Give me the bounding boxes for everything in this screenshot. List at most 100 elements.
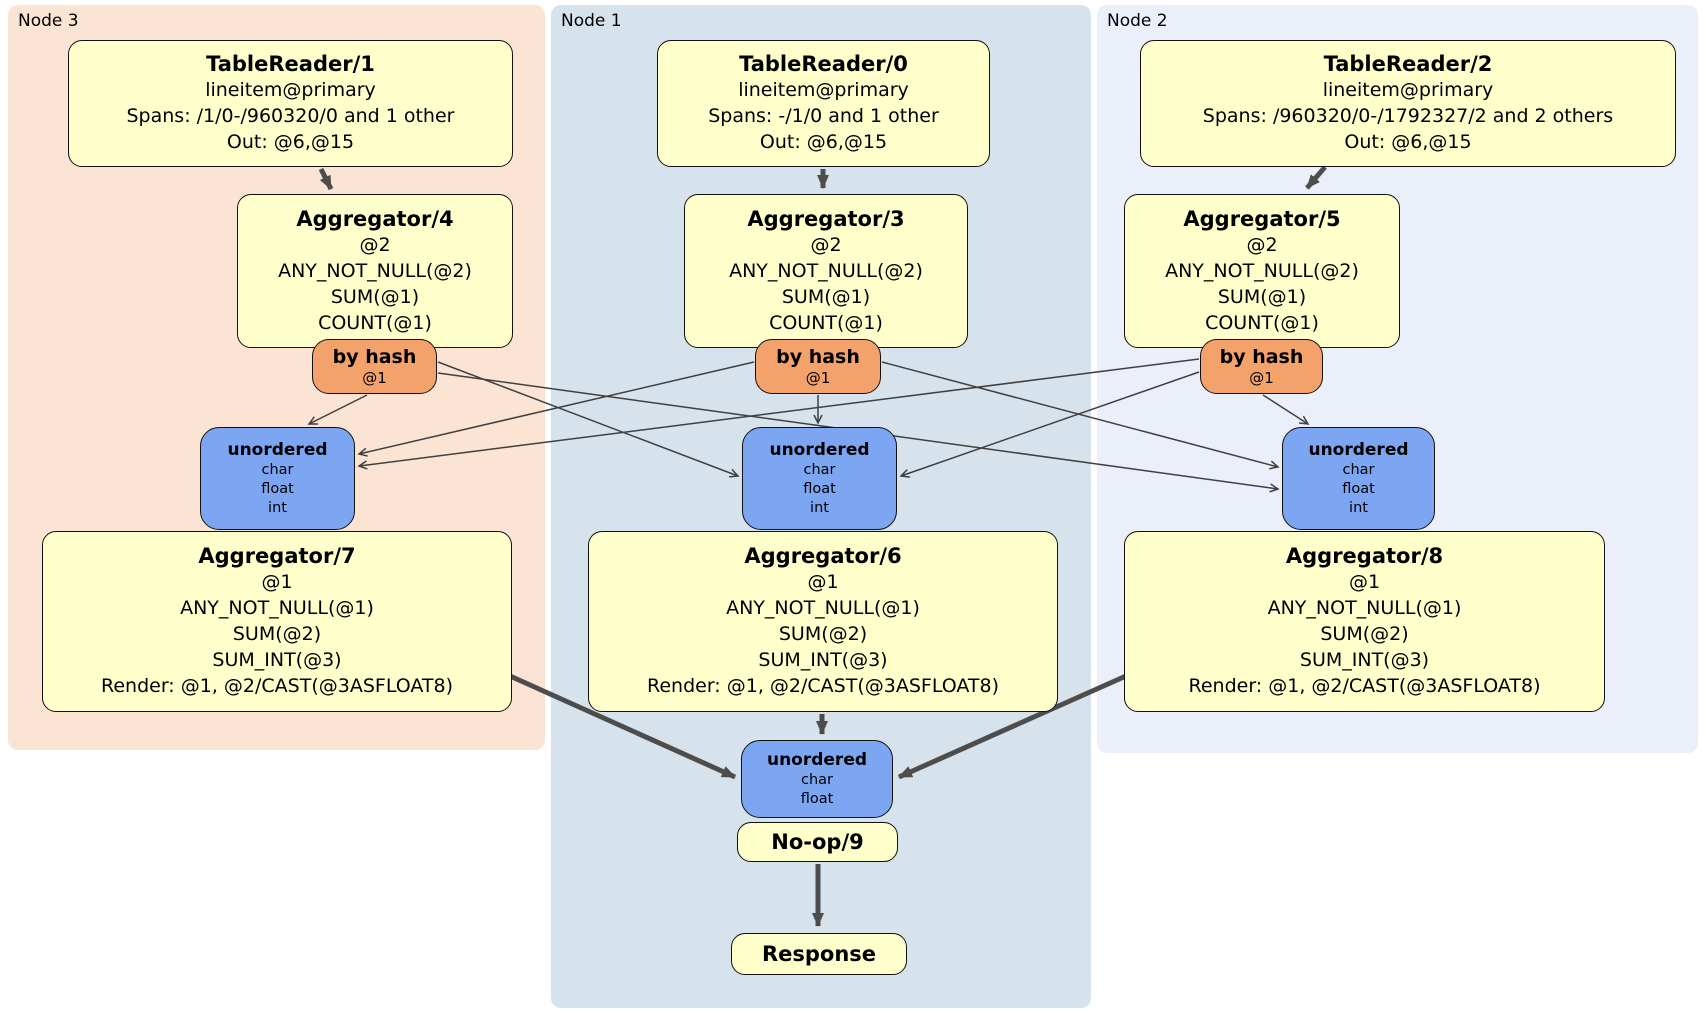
node-line: ANY_NOT_NULL(@1) bbox=[726, 597, 920, 619]
sync-title: unordered bbox=[1308, 440, 1409, 460]
edge-hash4-sync1 bbox=[437, 361, 740, 478]
node-title: No-op/9 bbox=[771, 829, 864, 854]
sync-unordered-final: unordered char float bbox=[741, 740, 893, 818]
node-line: ANY_NOT_NULL(@2) bbox=[729, 259, 923, 282]
node-tablereader-2: TableReader/2 lineitem@primary Spans: /9… bbox=[1140, 40, 1676, 167]
node-line: Out: @6,@15 bbox=[759, 131, 888, 153]
node-aggregator-4: Aggregator/4 @2 ANY_NOT_NULL(@2) SUM(@1)… bbox=[237, 194, 513, 348]
node-title: Aggregator/6 bbox=[744, 544, 902, 568]
node-aggregator-8: Aggregator/8 @1 ANY_NOT_NULL(@1) SUM(@2)… bbox=[1124, 531, 1605, 712]
sync-stream: char bbox=[800, 772, 833, 788]
sync-stream: char bbox=[803, 462, 836, 478]
node-line: COUNT(@1) bbox=[1205, 311, 1319, 334]
node-title: Response bbox=[761, 941, 877, 966]
sync-stream: float bbox=[261, 481, 294, 497]
node-line: Spans: /1/0-/960320/0 and 1 other bbox=[126, 105, 455, 127]
router-by-hash-node1: by hash @1 bbox=[755, 339, 881, 394]
node-title: Aggregator/3 bbox=[747, 206, 905, 231]
edge-hash4-sync3 bbox=[307, 394, 368, 425]
node-line: Spans: /960320/0-/1792327/2 and 2 others bbox=[1202, 105, 1614, 127]
node-line: SUM(@1) bbox=[330, 285, 420, 308]
node-title: TableReader/2 bbox=[1323, 52, 1493, 76]
router-by-hash-node2: by hash @1 bbox=[1200, 339, 1323, 394]
edge-tr1-agg4 bbox=[318, 167, 334, 191]
router-title: by hash bbox=[332, 346, 417, 368]
node-line: ANY_NOT_NULL(@2) bbox=[278, 259, 472, 282]
edge-tr2-agg5 bbox=[1305, 165, 1327, 190]
edge-hash3-sync3 bbox=[357, 361, 755, 457]
sync-unordered-node3: unordered char float int bbox=[200, 427, 355, 530]
node-title: Aggregator/4 bbox=[296, 206, 454, 231]
node-line: SUM(@2) bbox=[1320, 623, 1409, 645]
router-key: @1 bbox=[805, 369, 831, 387]
node-line: @2 bbox=[1246, 233, 1278, 256]
sync-unordered-node2: unordered char float int bbox=[1282, 427, 1435, 530]
sync-stream: float bbox=[803, 481, 836, 497]
node-line: Render: @1, @2/CAST(@3ASFLOAT8) bbox=[647, 675, 999, 697]
node-noop-9: No-op/9 bbox=[737, 822, 898, 862]
node-line: @2 bbox=[359, 233, 391, 256]
region-node1-label: Node 1 bbox=[561, 11, 622, 31]
region-node2-label: Node 2 bbox=[1107, 11, 1168, 31]
sync-stream: float bbox=[800, 791, 834, 807]
node-line: ANY_NOT_NULL(@1) bbox=[180, 597, 374, 619]
router-by-hash-node3: by hash @1 bbox=[312, 339, 437, 394]
node-line: SUM(@2) bbox=[778, 623, 868, 645]
node-line: @1 bbox=[261, 571, 293, 593]
node-line: @1 bbox=[1348, 571, 1381, 593]
edge-hash5-sync1 bbox=[899, 371, 1200, 478]
node-line: Spans: -/1/0 and 1 other bbox=[708, 105, 939, 127]
router-title: by hash bbox=[1219, 346, 1304, 368]
node-line: @2 bbox=[810, 233, 842, 256]
node-response: Response bbox=[731, 933, 907, 975]
edge-hash3-sync2 bbox=[881, 361, 1280, 470]
region-node3-label: Node 3 bbox=[18, 11, 79, 31]
node-title: Aggregator/8 bbox=[1285, 544, 1444, 568]
sync-stream: char bbox=[1342, 462, 1375, 478]
node-title: Aggregator/5 bbox=[1183, 206, 1341, 231]
sync-stream: float bbox=[1342, 481, 1375, 497]
node-line: @1 bbox=[807, 571, 839, 593]
node-aggregator-3: Aggregator/3 @2 ANY_NOT_NULL(@2) SUM(@1)… bbox=[684, 194, 968, 348]
node-line: SUM(@1) bbox=[781, 285, 871, 308]
node-tablereader-1: TableReader/1 lineitem@primary Spans: /1… bbox=[68, 40, 513, 167]
node-line: lineitem@primary bbox=[205, 79, 376, 101]
node-line: ANY_NOT_NULL(@2) bbox=[1165, 259, 1359, 282]
node-line: SUM_INT(@3) bbox=[1299, 649, 1430, 671]
node-line: SUM(@2) bbox=[232, 623, 322, 645]
router-title: by hash bbox=[776, 346, 860, 368]
sync-unordered-node1: unordered char float int bbox=[742, 427, 897, 530]
sync-title: unordered bbox=[766, 750, 868, 770]
node-line: ANY_NOT_NULL(@1) bbox=[1267, 597, 1462, 619]
node-line: lineitem@primary bbox=[738, 79, 909, 101]
router-key: @1 bbox=[362, 369, 387, 387]
edge-hash5-sync3 bbox=[357, 358, 1200, 470]
node-aggregator-5: Aggregator/5 @2 ANY_NOT_NULL(@2) SUM(@1)… bbox=[1124, 194, 1400, 348]
node-line: Render: @1, @2/CAST(@3ASFLOAT8) bbox=[1188, 675, 1541, 697]
node-line: COUNT(@1) bbox=[318, 311, 432, 334]
node-line: SUM_INT(@3) bbox=[212, 649, 342, 671]
node-line: SUM(@1) bbox=[1217, 285, 1307, 308]
node-line: SUM_INT(@3) bbox=[758, 649, 888, 671]
sync-stream: char bbox=[261, 462, 294, 478]
node-title: TableReader/1 bbox=[206, 52, 375, 76]
node-line: Render: @1, @2/CAST(@3ASFLOAT8) bbox=[101, 675, 453, 697]
node-title: Aggregator/7 bbox=[198, 544, 356, 568]
edge-agg7-finalsync bbox=[508, 673, 737, 780]
node-aggregator-7: Aggregator/7 @1 ANY_NOT_NULL(@1) SUM(@2)… bbox=[42, 531, 512, 712]
sync-title: unordered bbox=[769, 440, 870, 460]
edge-hash5-sync2 bbox=[1262, 394, 1310, 425]
node-line: lineitem@primary bbox=[1322, 79, 1494, 101]
router-key: @1 bbox=[1249, 369, 1274, 387]
node-line: COUNT(@1) bbox=[769, 311, 883, 334]
edge-agg8-finalsync bbox=[897, 673, 1128, 780]
node-tablereader-0: TableReader/0 lineitem@primary Spans: -/… bbox=[657, 40, 990, 167]
sync-stream: int bbox=[810, 500, 829, 516]
node-line: Out: @6,@15 bbox=[226, 131, 355, 153]
node-line: Out: @6,@15 bbox=[1344, 131, 1472, 153]
sync-title: unordered bbox=[227, 440, 328, 460]
sync-stream: int bbox=[268, 500, 287, 516]
node-aggregator-6: Aggregator/6 @1 ANY_NOT_NULL(@1) SUM(@2)… bbox=[588, 531, 1058, 712]
